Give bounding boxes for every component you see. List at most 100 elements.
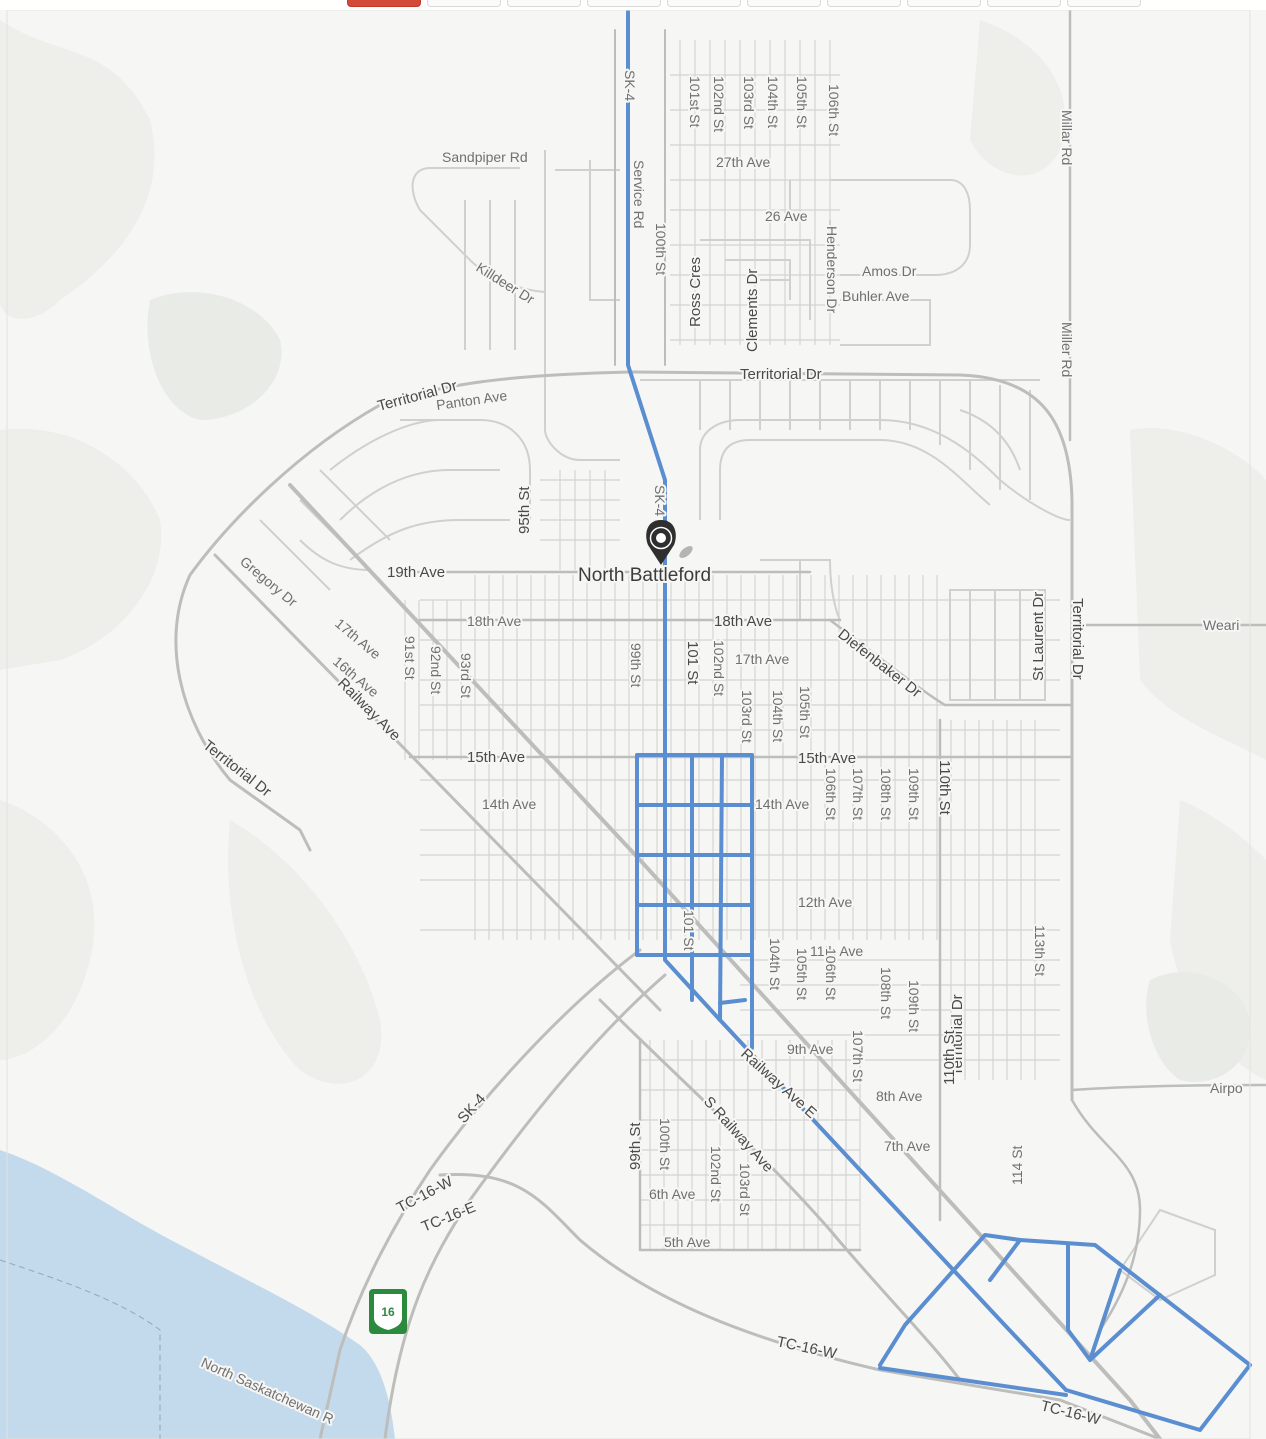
label-106th-st-s2: 106th St — [823, 948, 839, 1000]
label-101-st-low: 101 St — [681, 910, 697, 951]
label-sk4: SK-4 — [454, 1091, 489, 1127]
park-layer — [147, 292, 1251, 1082]
label-101-st-mid: 101 St — [684, 641, 701, 685]
label-tc16-w-b: TC-16-W — [775, 1333, 839, 1362]
map-toolbar-tab[interactable] — [747, 0, 821, 7]
map-toolbar — [0, 0, 1266, 10]
diefenbaker-dr — [828, 618, 1074, 707]
major-roads — [174, 10, 1266, 1439]
label-territorial-dr-e1: Territorial Dr — [1069, 598, 1086, 680]
label-airpo: Airpo — [1210, 1080, 1243, 1096]
label-14th-ave-e: 14th Ave — [755, 796, 809, 812]
sk4-highway — [318, 948, 642, 1439]
route-main-line — [626, 10, 1068, 1392]
label-99th-st-s: 99th St — [627, 1122, 644, 1170]
label-109th-st-s2: 109th St — [906, 980, 922, 1032]
label-diefenbaker-dr: Diefenbaker Dr — [835, 626, 925, 702]
map-toolbar-tab[interactable] — [507, 0, 581, 7]
label-killdeer-dr: Killdeer Dr — [473, 259, 537, 307]
river — [0, 1150, 395, 1439]
label-105th-st-s: 105th St — [794, 948, 810, 1000]
svg-text:16: 16 — [381, 1305, 395, 1319]
label-tc16-w-c: TC-16-W — [1039, 1397, 1103, 1428]
map-toolbar-tab[interactable] — [827, 0, 901, 7]
territorial-dr-sw — [213, 553, 662, 1012]
label-19th-ave: 19th Ave — [387, 564, 445, 581]
label-107th-st-s: 107th St — [850, 768, 866, 820]
label-107th-st-s2: 107th St — [850, 1030, 866, 1082]
label-18th-ave-e: 18th Ave — [714, 613, 772, 630]
territorial-dr-north — [378, 370, 1074, 1102]
map-toolbar-tab[interactable] — [907, 0, 981, 7]
label-91st-st: 91st St — [402, 636, 418, 680]
label-100th-st: 100th St — [653, 223, 669, 275]
map-toolbar-tab[interactable] — [1067, 0, 1141, 7]
map-toolbar-tab[interactable] — [667, 0, 741, 7]
route-east-loop — [878, 1233, 1252, 1432]
highway-shield-16: 16 — [369, 1289, 407, 1334]
route-east-loop-inner — [878, 1238, 1162, 1397]
label-104th-st-mid: 104th St — [770, 690, 786, 742]
label-104th-st: 104th St — [765, 76, 781, 128]
label-ross-cres: Ross Cres — [687, 257, 704, 327]
s-railway-ave — [598, 998, 962, 1382]
label-7th-ave: 7th Ave — [884, 1138, 931, 1154]
label-tc16-e: TC-16-E — [419, 1199, 478, 1236]
label-15th-ave-w: 15th Ave — [467, 749, 525, 766]
label-millar-rd: Millar Rd — [1059, 110, 1075, 165]
st-99-south — [638, 1038, 862, 1252]
label-territorial-dr-e2: Territorial Dr — [949, 994, 966, 1076]
label-26-ave: 26 Ave — [765, 208, 808, 224]
map-canvas[interactable]: 16 Sandpiper Rd Killdeer Dr 27th Ave 26 … — [0, 10, 1266, 1439]
label-gregory-dr: Gregory Dr — [237, 553, 301, 610]
city-location-pin[interactable] — [646, 520, 694, 565]
label-100th-st-s: 100th St — [657, 1118, 673, 1170]
map-toolbar-tab[interactable] — [987, 0, 1061, 7]
label-st-laurent-dr: St Laurent Dr — [1030, 592, 1047, 681]
label-11th-ave: 11th Ave — [810, 943, 863, 959]
label-service-rd: Service Rd — [631, 160, 647, 228]
label-108th-st-s: 108th St — [878, 768, 894, 820]
airport-rd — [1070, 1083, 1266, 1092]
label-106th-st-s: 106th St — [823, 768, 839, 820]
label-henderson-dr: Henderson Dr — [824, 226, 840, 313]
label-clements-dr: Clements Dr — [744, 269, 761, 352]
territorial-dr-west — [174, 403, 382, 852]
label-17th-ave-e: 17th Ave — [735, 651, 789, 667]
ramp-east — [1070, 1098, 1142, 1332]
label-territorial-dr-top: Territorial Dr — [740, 366, 822, 383]
map-toolbar-tab[interactable] — [587, 0, 661, 7]
label-27th-ave: 27th Ave — [716, 154, 770, 170]
label-113th-st: 113th St — [1032, 925, 1048, 976]
label-102nd-st: 102nd St — [711, 76, 727, 132]
label-102nd-st-mid: 102nd St — [711, 640, 727, 696]
label-110th-st-n: 110th St — [936, 760, 953, 816]
label-14th-ave-w: 14th Ave — [482, 796, 536, 812]
label-109th-st-s: 109th St — [906, 768, 922, 820]
route-grid-v2 — [718, 753, 724, 1022]
label-103rd-st: 103rd St — [741, 76, 757, 129]
map-toolbar-tab[interactable] — [347, 0, 421, 7]
label-hwy-top: SK-4 — [622, 70, 638, 101]
label-105th-st: 105th St — [794, 76, 810, 128]
label-sandpiper-rd: Sandpiper Rd — [442, 149, 528, 165]
label-5th-ave: 5th Ave — [664, 1234, 711, 1250]
map-frame — [6, 10, 1251, 1439]
label-18th-ave-w: 18th Ave — [467, 613, 521, 629]
label-99th-st: 99th St — [628, 643, 644, 687]
label-102nd-st-s: 102nd St — [708, 1146, 724, 1202]
label-104th-st-s: 104th St — [767, 938, 783, 990]
railway-corridor — [288, 483, 1162, 1439]
label-territorial-dr-sw: Territorial Dr — [200, 737, 275, 801]
label-110th-st-s: 110th St — [941, 1029, 958, 1085]
label-weari: Weari — [1203, 617, 1239, 633]
sk4-highway-b — [383, 973, 667, 1439]
map-toolbar-tab[interactable] — [427, 0, 501, 7]
label-103rd-st-mid: 103rd St — [739, 690, 755, 743]
tc16-w — [438, 1172, 1162, 1439]
river-boundary-line — [0, 1259, 161, 1439]
label-6th-ave: 6th Ave — [649, 1186, 696, 1202]
label-103rd-st-s: 103rd St — [737, 1163, 753, 1216]
highlighted-route — [626, 10, 1252, 1432]
